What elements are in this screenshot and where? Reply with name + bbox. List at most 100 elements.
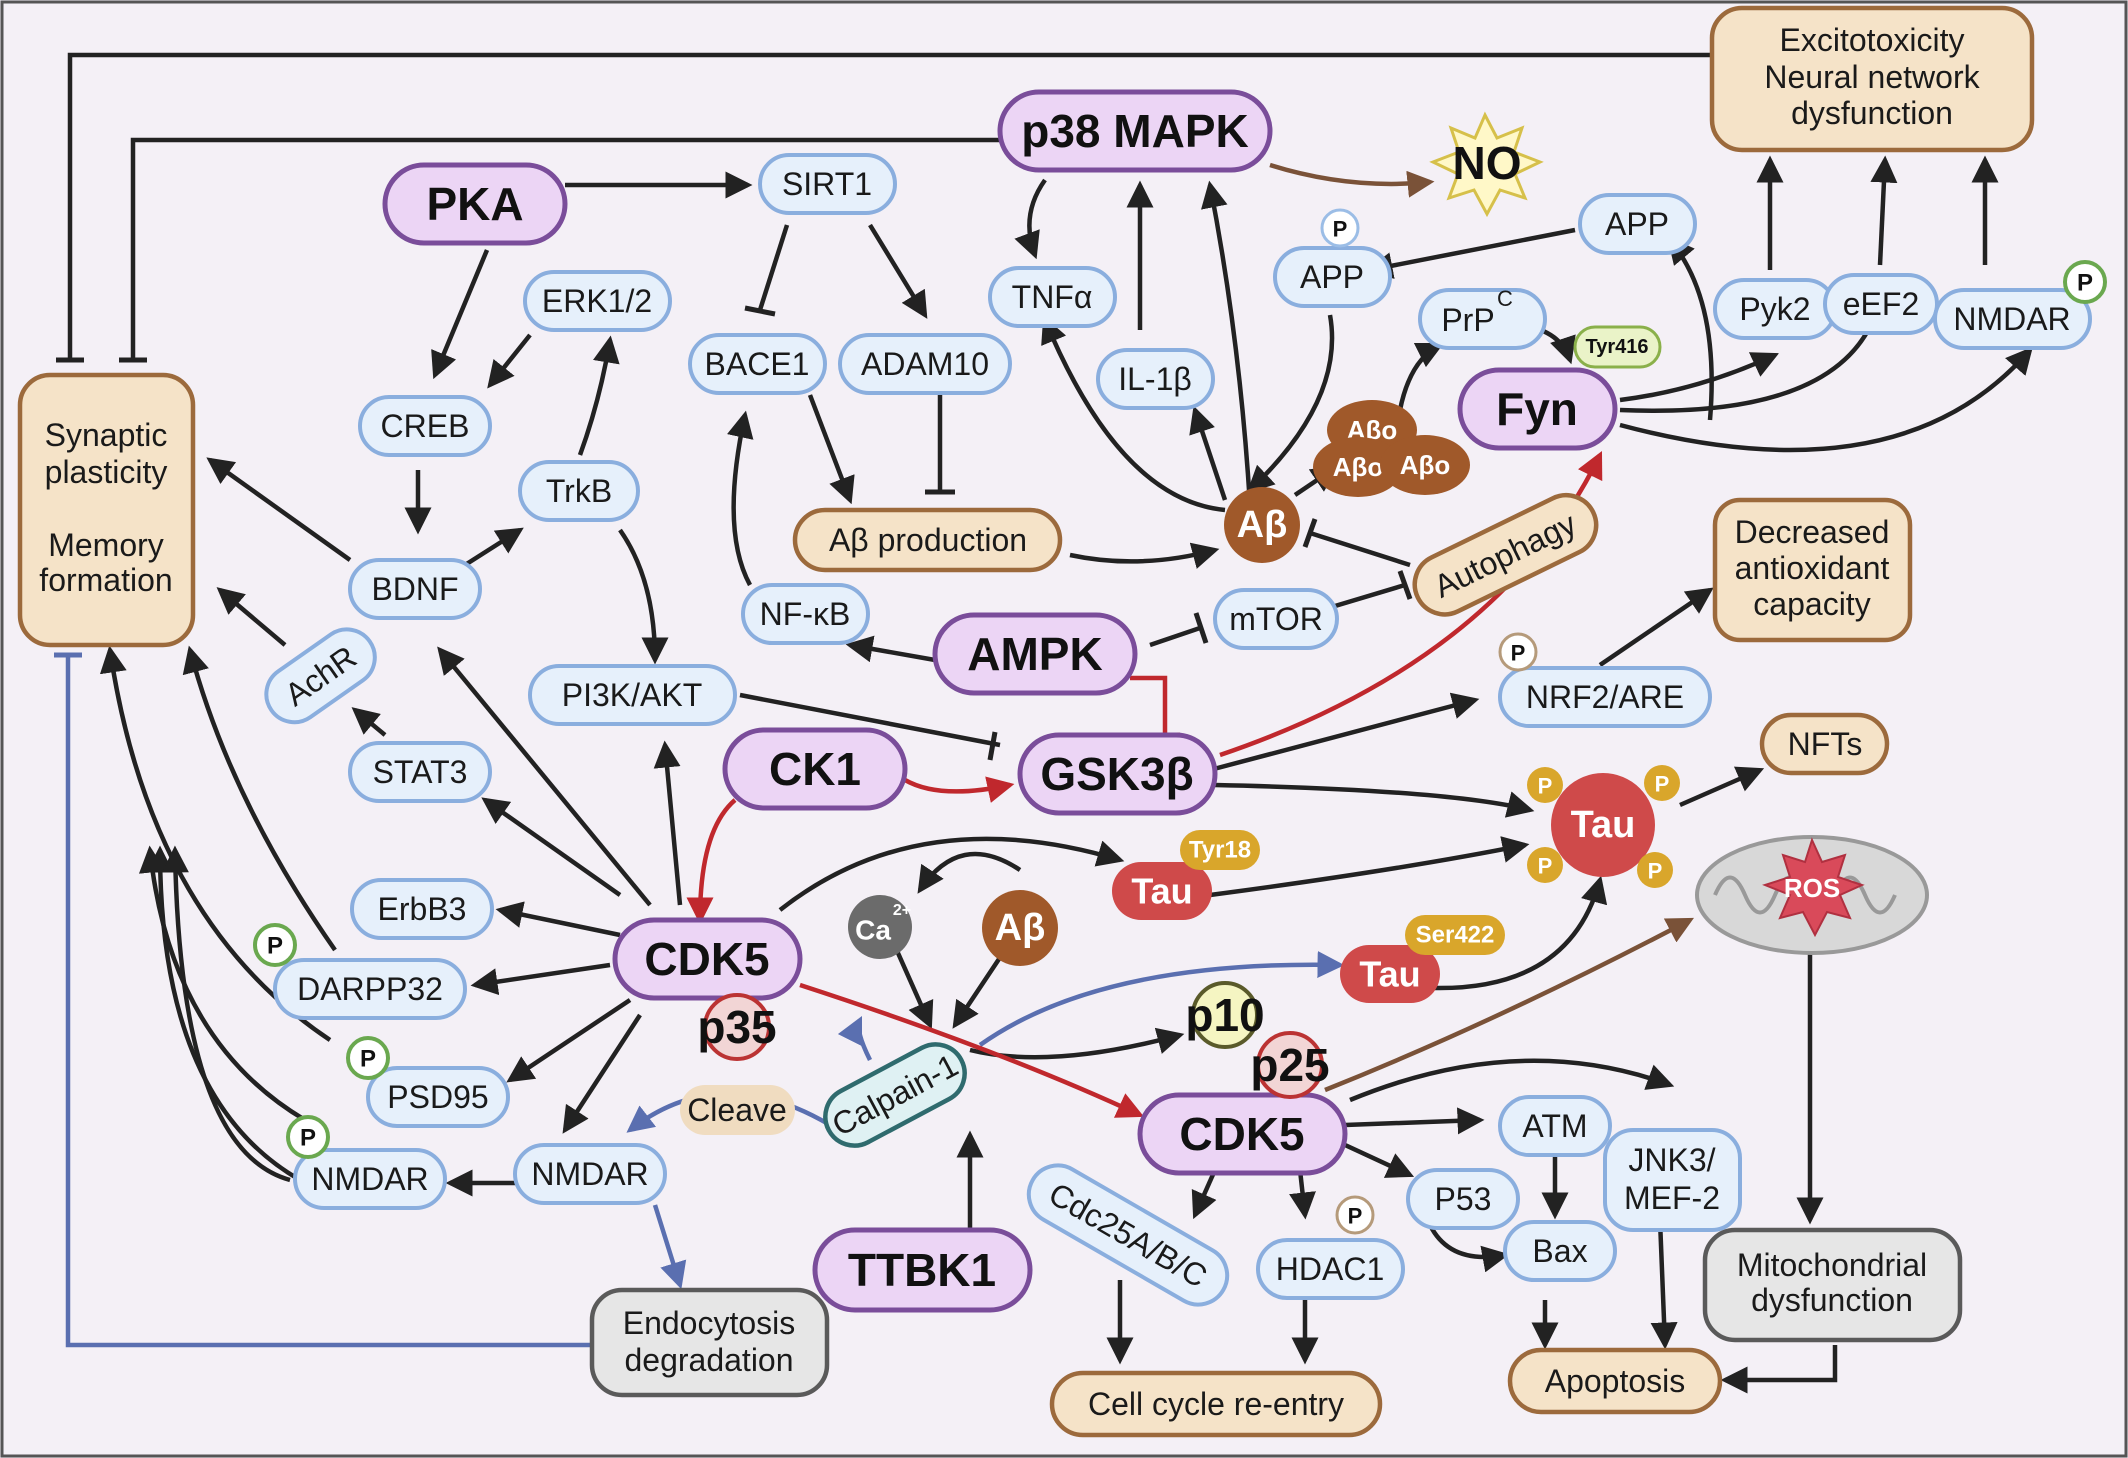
svg-text:p38 MAPK: p38 MAPK	[1021, 105, 1248, 157]
svg-text:Aβo: Aβo	[1333, 452, 1384, 482]
svg-text:ROS: ROS	[1784, 873, 1840, 903]
svg-text:APP: APP	[1300, 259, 1364, 295]
svg-text:SIRT1: SIRT1	[782, 166, 872, 202]
svg-text:Memory: Memory	[48, 527, 164, 563]
svg-text:Bax: Bax	[1532, 1233, 1587, 1269]
excitotoxicity-box: Excitotoxicity Neural network dysfunctio…	[1709, 5, 2035, 153]
no-star: NO	[1429, 111, 1544, 218]
svg-text:mTOR: mTOR	[1229, 601, 1323, 637]
node-erk: ERK1/2	[523, 270, 672, 332]
svg-text:APP: APP	[1605, 206, 1669, 242]
svg-text:p10: p10	[1185, 989, 1264, 1041]
svg-text:ErbB3: ErbB3	[378, 891, 467, 927]
svg-text:capacity: capacity	[1753, 586, 1870, 622]
svg-text:BACE1: BACE1	[705, 346, 810, 382]
svg-text:NF-κB: NF-κB	[760, 596, 851, 632]
badge-tyr18: Tyr18	[1180, 830, 1260, 870]
svg-text:dysfunction: dysfunction	[1751, 1282, 1913, 1318]
tau-tyr18: Tau	[1112, 862, 1212, 920]
svg-text:STAT3: STAT3	[373, 754, 468, 790]
node-bax: Bax	[1503, 1220, 1617, 1282]
svg-text:p25: p25	[1250, 1039, 1329, 1091]
kinase-ck1: CK1	[722, 727, 908, 811]
abo-cluster: Aβo Aβo Aβo	[1313, 400, 1470, 497]
svg-text:NMDAR: NMDAR	[1953, 301, 2070, 337]
svg-text:Mitochondrial: Mitochondrial	[1737, 1247, 1927, 1283]
node-psd95: PSD95	[366, 1066, 510, 1128]
svg-text:Cleave: Cleave	[687, 1092, 787, 1128]
svg-text:CDK5: CDK5	[644, 933, 769, 985]
synaptic-plasticity-box: Synaptic plasticity Memory formation	[17, 372, 196, 648]
svg-text:Pyk2: Pyk2	[1739, 291, 1810, 327]
node-bdnf: BDNF	[348, 558, 482, 620]
node-creb: CREB	[358, 395, 492, 457]
svg-text:Synaptic: Synaptic	[45, 417, 168, 453]
svg-text:Decreased: Decreased	[1735, 514, 1890, 550]
phospho-icon: P	[1320, 208, 1360, 248]
badge-tyr416: Tyr416	[1573, 325, 1662, 369]
connectors	[54, 52, 2033, 1394]
svg-text:NMDAR: NMDAR	[311, 1161, 428, 1197]
svg-text:P: P	[2077, 270, 2093, 297]
molecules: NO Aβ Aβo Aβo Aβo Aβ Ca2+ Tau Tau Tau p3…	[697, 111, 1929, 1099]
node-nfkb: NF-κB	[741, 583, 870, 645]
svg-text:Aβ production: Aβ production	[829, 522, 1027, 558]
tau-main: Tau	[1551, 773, 1655, 877]
svg-text:PSD95: PSD95	[387, 1079, 488, 1115]
svg-text:P: P	[1538, 854, 1553, 879]
svg-text:ERK1/2: ERK1/2	[542, 283, 652, 319]
kinase-cdk5: CDK5	[612, 917, 803, 1001]
endocytosis-box: Endocytosis degradation	[589, 1287, 830, 1398]
svg-text:antioxidant: antioxidant	[1735, 550, 1890, 586]
svg-text:Endocytosis: Endocytosis	[623, 1305, 796, 1341]
svg-text:P53: P53	[1435, 1181, 1492, 1217]
svg-text:P: P	[1348, 1204, 1363, 1229]
svg-text:TTBK1: TTBK1	[848, 1244, 996, 1296]
node-nmdar-top: NMDAR	[1933, 288, 2092, 350]
node-eef2: eEF2	[1823, 273, 1939, 335]
svg-text:Cell cycle re-entry: Cell cycle re-entry	[1088, 1386, 1344, 1422]
p35-badge: p35	[697, 993, 777, 1061]
svg-text:CREB: CREB	[381, 408, 470, 444]
svg-text:Tau: Tau	[1571, 804, 1636, 846]
svg-text:BDNF: BDNF	[371, 571, 458, 607]
svg-text:Aβo: Aβo	[1400, 450, 1451, 480]
badges: Tyr416 Tyr18 Ser422 P P P P P P P P P P …	[253, 208, 2107, 1235]
ab-lower: Aβ	[982, 890, 1058, 966]
svg-text:formation: formation	[39, 562, 172, 598]
node-cdc25: Cdc25A/B/C	[1026, 1163, 1230, 1307]
mitochondrion-icon: ROS	[1695, 835, 1929, 955]
svg-text:P: P	[1648, 859, 1663, 884]
phospho-icon: P	[1335, 1195, 1375, 1235]
svg-text:AMPK: AMPK	[967, 628, 1102, 680]
svg-text:HDAC1: HDAC1	[1276, 1251, 1384, 1287]
svg-text:Neural network: Neural network	[1764, 59, 1980, 95]
node-il1b: IL-1β	[1096, 348, 1215, 410]
svg-text:MEF-2: MEF-2	[1624, 1180, 1720, 1216]
svg-text:TNFα: TNFα	[1012, 279, 1093, 315]
node-bace1: BACE1	[688, 333, 827, 395]
svg-text:CDK5: CDK5	[1179, 1108, 1304, 1160]
kinase-fyn: Fyn	[1457, 367, 1618, 451]
p10-badge: p10	[1185, 981, 1265, 1049]
mito-dysfunction-box: Mitochondrial dysfunction	[1702, 1227, 1963, 1343]
svg-text:eEF2: eEF2	[1843, 286, 1919, 322]
svg-text:P: P	[1511, 641, 1526, 666]
svg-text:degradation: degradation	[624, 1342, 793, 1378]
node-pi3k: PI3K/AKT	[528, 664, 737, 726]
node-stat3: STAT3	[348, 741, 492, 803]
phospho-icon: P	[1637, 852, 1673, 888]
svg-text:Tyr416: Tyr416	[1585, 336, 1648, 358]
svg-text:Apoptosis: Apoptosis	[1545, 1363, 1686, 1399]
node-calpain: Calpain-1	[823, 1042, 967, 1148]
ab-main: Aβ	[1224, 487, 1300, 563]
node-nmdar-left: NMDAR	[293, 1148, 447, 1210]
node-tnfa: TNFα	[988, 266, 1117, 328]
phospho-icon: P	[1527, 767, 1563, 803]
autophagy-box: Autophagy	[1412, 492, 1599, 617]
phospho-icon: P	[1527, 847, 1563, 883]
svg-text:NO: NO	[1453, 137, 1522, 189]
svg-text:IL-1β: IL-1β	[1118, 361, 1192, 397]
